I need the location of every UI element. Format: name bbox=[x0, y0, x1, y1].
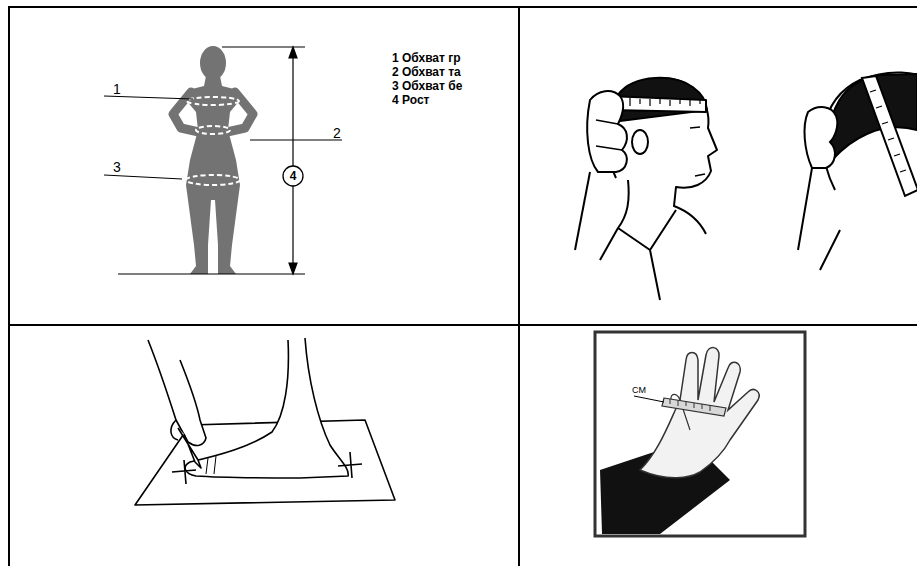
outer-frame bbox=[9, 7, 917, 566]
circle-outline bbox=[283, 166, 303, 186]
girth-lines bbox=[186, 97, 240, 185]
finger-lines bbox=[171, 420, 178, 440]
chest-girth bbox=[187, 97, 239, 105]
cross-mark bbox=[172, 460, 196, 484]
dimension-line bbox=[292, 52, 293, 269]
arrow-head bbox=[289, 47, 297, 58]
callout-number: 1 bbox=[113, 82, 121, 96]
tape-ticks bbox=[870, 90, 906, 172]
tape-ticks bbox=[620, 98, 700, 106]
head-measure-right bbox=[798, 72, 917, 270]
tape-ticks bbox=[670, 399, 710, 411]
height-dimension bbox=[118, 47, 305, 274]
panel-grid bbox=[9, 7, 917, 566]
key-entry: 3 Обхват бе bbox=[392, 80, 462, 92]
key-entry: 1 Обхват гр bbox=[392, 52, 461, 64]
ring-measure bbox=[595, 332, 805, 536]
cross-mark bbox=[338, 452, 362, 478]
panel-divider bbox=[9, 324, 917, 326]
hand-shape bbox=[640, 348, 759, 478]
circled-number: 4 bbox=[282, 165, 304, 187]
finger-lines bbox=[596, 120, 622, 150]
tape-measure bbox=[862, 76, 917, 196]
tape-measure bbox=[662, 398, 726, 416]
leader-line bbox=[250, 139, 342, 140]
node-text: 4 bbox=[282, 165, 304, 187]
collar-shape bbox=[600, 180, 676, 300]
hand-shape bbox=[587, 91, 627, 172]
body-silhouette bbox=[173, 46, 253, 274]
leader-line bbox=[104, 96, 193, 99]
head-measure-left bbox=[575, 78, 717, 300]
leader-line bbox=[104, 175, 182, 179]
leader-lines bbox=[104, 96, 342, 179]
collar-shape bbox=[798, 168, 840, 270]
ear-shape bbox=[632, 130, 648, 154]
foot-outline bbox=[185, 338, 348, 478]
pencil-shape bbox=[178, 428, 201, 468]
callout-number: 2 bbox=[333, 126, 341, 140]
callout-number: 3 bbox=[113, 160, 121, 174]
key-entry: 4 Рост bbox=[392, 94, 429, 106]
hand-shape bbox=[805, 107, 838, 168]
foot-tracing bbox=[135, 338, 395, 505]
arrow-head bbox=[289, 263, 297, 274]
waist-girth bbox=[196, 126, 230, 134]
hand-shape bbox=[148, 340, 206, 445]
toe-lines bbox=[206, 456, 216, 474]
leader-line bbox=[634, 396, 664, 402]
face-details bbox=[690, 127, 705, 176]
panel-divider bbox=[518, 7, 520, 566]
head-shape bbox=[200, 46, 226, 80]
key-entry: 2 Обхват та bbox=[392, 66, 461, 78]
picture-frame bbox=[595, 332, 805, 536]
extension-line bbox=[118, 273, 305, 274]
unit-label: СМ bbox=[632, 386, 646, 395]
hip-girth bbox=[186, 175, 240, 185]
torso-legs bbox=[186, 76, 240, 274]
wrist-line bbox=[575, 172, 590, 250]
